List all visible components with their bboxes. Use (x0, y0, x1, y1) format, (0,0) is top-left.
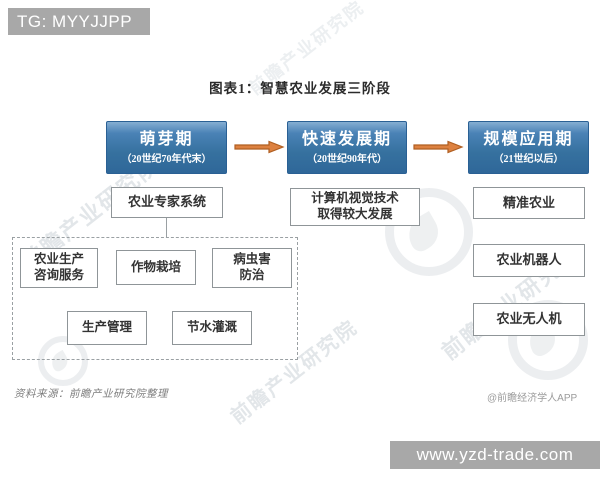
stage-period: （21世纪以后） (493, 154, 564, 166)
stage-period: （20世纪90年代） (307, 154, 387, 166)
computer-vision-box: 计算机视觉技术 取得较大发展 (290, 188, 420, 226)
connector-line (166, 218, 167, 238)
stage-period: （20世纪70年代末） (121, 154, 212, 166)
water-saving-irrigation-box: 节水灌溉 (172, 311, 252, 345)
stage-name: 快速发展期 (301, 130, 392, 148)
production-management-box: 生产管理 (67, 311, 147, 345)
credit-note: @前瞻经济学人APP (487, 393, 578, 404)
expert-system-dashed-group (12, 237, 298, 360)
stage-name: 规模应用期 (483, 130, 574, 148)
source-note: 资料来源：前瞻产业研究院整理 (14, 388, 168, 400)
stage-box-rapid-development: 快速发展期 （20世纪90年代） (287, 121, 407, 174)
right-arrow-icon (413, 140, 464, 154)
stage-name: 萌芽期 (139, 130, 194, 148)
agricultural-drone-box: 农业无人机 (473, 303, 585, 336)
precision-agriculture-box: 精准农业 (473, 187, 585, 219)
consulting-service-box: 农业生产 咨询服务 (20, 248, 98, 288)
stage-box-germination: 萌芽期 （20世纪70年代末） (106, 121, 227, 174)
chart-title: 图表1：智慧农业发展三阶段 (209, 81, 391, 96)
pest-control-box: 病虫害 防治 (212, 248, 292, 288)
crop-cultivation-box: 作物栽培 (116, 250, 196, 285)
tg-channel-badge: TG: MYYJJPP (8, 8, 150, 35)
stage-box-scale-application: 规模应用期 （21世纪以后） (468, 121, 589, 174)
right-arrow-icon (234, 140, 285, 154)
expert-system-box: 农业专家系统 (111, 187, 223, 218)
agricultural-robot-box: 农业机器人 (473, 244, 585, 277)
site-watermark-bar: www.yzd-trade.com (390, 441, 600, 469)
